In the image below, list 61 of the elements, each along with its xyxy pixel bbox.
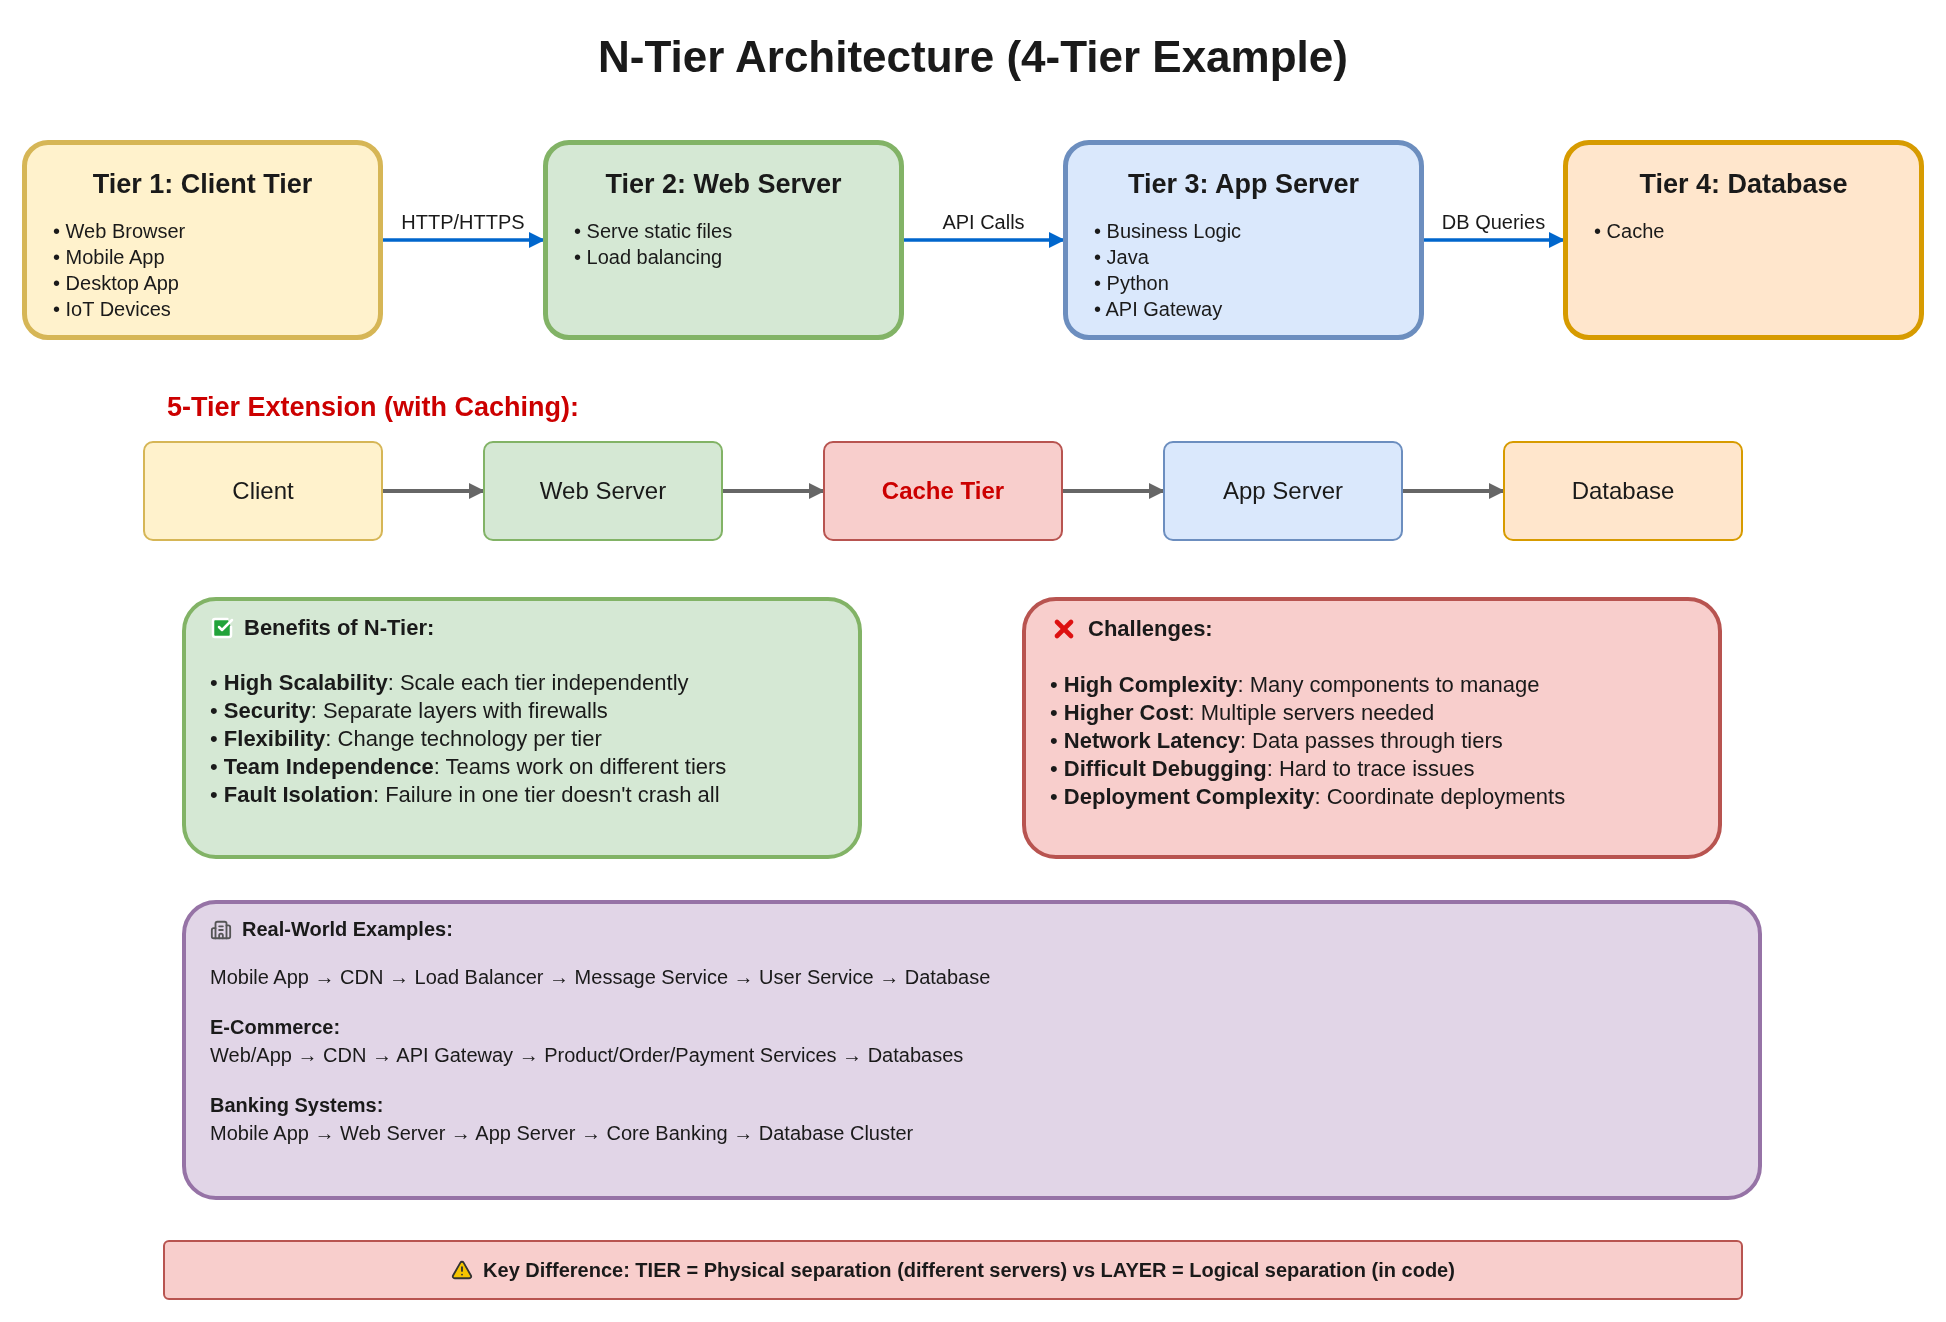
note-box [163, 1240, 1743, 1300]
diagram-title: N-Tier Architecture (4-Tier Example) [597, 32, 1349, 82]
tier-heading: Tier 3: App Server [1126, 169, 1361, 200]
arrow [723, 483, 825, 499]
bullet-point: • Fault Isolation: Failure in one tier doesn't crash all [210, 781, 721, 809]
arrow [383, 483, 485, 499]
list-item: • IoT Devices [53, 297, 172, 322]
section-heading: 5-Tier Extension (with Caching): [167, 392, 580, 423]
list-item: • Mobile App [53, 245, 166, 270]
info-card [182, 597, 862, 859]
bullet-point: • Difficult Debugging: Hard to trace issues [1050, 755, 1476, 783]
arrow [1403, 483, 1505, 499]
list-item: • Python [1094, 271, 1170, 296]
bullet-point: • High Complexity: Many components to manage [1050, 671, 1541, 699]
process-box [1503, 441, 1743, 541]
list-item: • Java [1094, 245, 1150, 270]
process-box [143, 441, 383, 541]
process-box [483, 441, 723, 541]
list-item: • Desktop App [53, 271, 180, 296]
list-item: • Serve static files [574, 219, 734, 244]
list-item: • API Gateway [1094, 297, 1224, 322]
card-heading: Challenges: [1088, 616, 1213, 642]
tier-heading: Tier 4: Database [1638, 169, 1849, 200]
bullet-point: • Team Independence: Teams work on different tiers [210, 753, 728, 781]
bullet-point: • High Scalability: Scale each tier independently [210, 669, 690, 697]
arrow [1063, 483, 1165, 499]
tier-box [543, 140, 904, 340]
process-box [823, 441, 1063, 541]
info-card [1022, 597, 1722, 859]
bullet-point: • Network Latency: Data passes through tiers [1050, 727, 1504, 755]
note-text: Key Difference: TIER = Physical separation (different servers) vs LAYER = Logical separation (in code) [483, 1258, 1455, 1282]
list-item: • Cache [1594, 219, 1666, 244]
example-heading: E-Commerce: [210, 1015, 342, 1040]
box-label: Web Server [539, 477, 667, 505]
bullet-point: • Flexibility: Change technology per tier [210, 725, 603, 753]
info-card [182, 900, 1762, 1200]
arrow [904, 232, 1065, 248]
tier-box [1063, 140, 1424, 340]
list-item: • Web Browser [53, 219, 187, 244]
example-flow: Mobile App → Web Server → App Server → Core Banking → Database Cluster [210, 1121, 915, 1146]
list-item: • Business Logic [1094, 219, 1243, 244]
box-label: Cache Tier [881, 477, 1005, 505]
example-heading: Banking Systems: [210, 1093, 385, 1118]
tier-heading: Tier 2: Web Server [604, 169, 843, 200]
tier-heading: Tier 1: Client Tier [91, 169, 314, 200]
arrow [383, 232, 545, 248]
box-label: Client [232, 477, 294, 505]
box-label: App Server [1222, 477, 1344, 505]
bullet-point: • Security: Separate layers with firewalls [210, 697, 609, 725]
bullet-point: • Higher Cost: Multiple servers needed [1050, 699, 1436, 727]
list-item: • Load balancing [574, 245, 724, 270]
arrow [1424, 232, 1565, 248]
bullet-point: • Deployment Complexity: Coordinate deployments [1050, 783, 1567, 811]
tier-box [22, 140, 383, 340]
example-flow: Web/App → CDN → API Gateway → Product/Order/Payment Services → Databases [210, 1043, 965, 1068]
card-heading: Benefits of N-Tier: [244, 615, 435, 641]
card-heading: Real-World Examples: [242, 918, 453, 941]
process-box [1163, 441, 1403, 541]
example-flow: Mobile App → CDN → Load Balancer → Message Service → User Service → Database [210, 965, 992, 990]
tier-box [1563, 140, 1924, 340]
box-label: Database [1571, 477, 1675, 505]
